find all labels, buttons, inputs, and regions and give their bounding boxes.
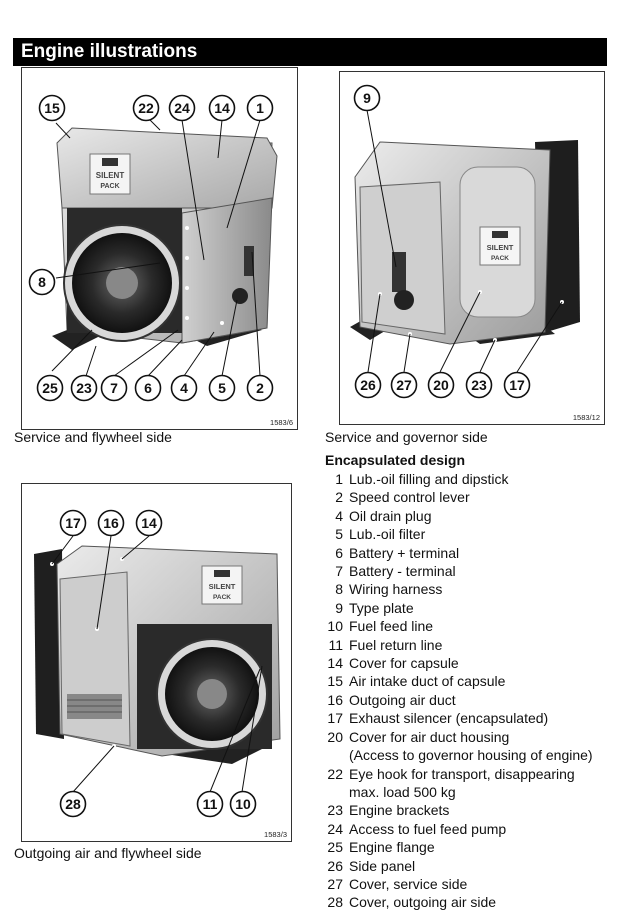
svg-text:25: 25 — [42, 380, 58, 396]
engine-illustration-3: SILENT PACK 17 16 14 28 11 10 — [34, 509, 281, 818]
callout-8: 8 — [28, 268, 56, 296]
svg-text:5: 5 — [218, 380, 226, 396]
callout-2: 2 — [246, 374, 274, 402]
callout-10: 10 — [229, 790, 257, 818]
caption-fig1: Service and flywheel side — [14, 429, 172, 445]
callout-17: 17 — [503, 371, 531, 399]
figure-service-governor-side: SILENT PACK 9 26 27 20 23 17 1583/12 — [339, 71, 605, 425]
svg-text:SILENT: SILENT — [209, 582, 236, 591]
svg-text:14: 14 — [214, 100, 230, 116]
callout-22: 22 — [132, 94, 160, 122]
callout-16: 16 — [97, 509, 125, 537]
legend-title: Encapsulated design — [325, 452, 466, 468]
svg-text:17: 17 — [509, 377, 525, 393]
figure-code: 1583/3 — [264, 830, 287, 839]
figure-code: 1583/6 — [270, 418, 293, 427]
callout-17: 17 — [59, 509, 87, 537]
svg-text:SILENT: SILENT — [487, 243, 514, 252]
svg-text:10: 10 — [235, 796, 251, 812]
svg-text:26: 26 — [360, 377, 376, 393]
svg-text:7: 7 — [110, 380, 118, 396]
svg-text:PACK: PACK — [491, 255, 509, 262]
callout-7: 7 — [100, 374, 128, 402]
callout-23: 23 — [465, 371, 493, 399]
svg-text:16: 16 — [103, 515, 119, 531]
callout-15: 15 — [38, 94, 66, 122]
section-header: Engine illustrations — [13, 38, 607, 66]
svg-text:15: 15 — [44, 100, 60, 116]
svg-text:11: 11 — [203, 796, 218, 812]
svg-text:23: 23 — [76, 380, 92, 396]
svg-text:SILENT: SILENT — [96, 171, 125, 180]
callout-9: 9 — [353, 84, 381, 112]
svg-text:6: 6 — [144, 380, 152, 396]
figure-service-flywheel-side: SILENT PACK 15 22 24 14 1 8 25 23 7 6 4 … — [21, 67, 298, 430]
callout-14: 14 — [135, 509, 163, 537]
callout-25: 25 — [36, 374, 64, 402]
figure-code: 1583/12 — [572, 413, 600, 422]
svg-text:23: 23 — [471, 377, 487, 393]
callout-6: 6 — [134, 374, 162, 402]
svg-text:28: 28 — [65, 796, 81, 812]
svg-text:27: 27 — [396, 377, 412, 393]
callout-5: 5 — [208, 374, 236, 402]
svg-text:14: 14 — [141, 515, 157, 531]
callout-27: 27 — [390, 371, 418, 399]
caption-fig3: Outgoing air and flywheel side — [14, 845, 202, 861]
svg-text:22: 22 — [138, 100, 154, 116]
figure-outgoing-air-flywheel-side: SILENT PACK 17 16 14 28 11 10 1583/3 — [21, 483, 292, 842]
callout-28: 28 — [59, 790, 87, 818]
svg-text:24: 24 — [174, 100, 190, 116]
callout-14: 14 — [208, 94, 236, 122]
svg-text:8: 8 — [38, 274, 46, 290]
callout-1: 1 — [246, 94, 274, 122]
callout-23: 23 — [70, 374, 98, 402]
svg-text:20: 20 — [433, 377, 449, 393]
caption-fig2: Service and governor side — [325, 429, 488, 445]
svg-text:PACK: PACK — [100, 183, 119, 190]
svg-text:9: 9 — [363, 90, 371, 106]
svg-text:17: 17 — [65, 515, 81, 531]
engine-illustration-2: SILENT PACK 9 26 27 20 23 17 — [350, 84, 580, 399]
callout-11: 11 — [196, 790, 224, 818]
callout-24: 24 — [168, 94, 196, 122]
callout-26: 26 — [354, 371, 382, 399]
section-title: Engine illustrations — [21, 41, 198, 62]
engine-illustration-1: SILENT PACK 15 22 24 14 1 8 25 23 7 6 4 … — [28, 94, 278, 402]
svg-text:2: 2 — [256, 380, 264, 396]
svg-text:PACK: PACK — [213, 594, 231, 601]
callout-4: 4 — [170, 374, 198, 402]
svg-text:4: 4 — [180, 380, 188, 396]
callout-20: 20 — [427, 371, 455, 399]
svg-text:1: 1 — [256, 100, 264, 116]
